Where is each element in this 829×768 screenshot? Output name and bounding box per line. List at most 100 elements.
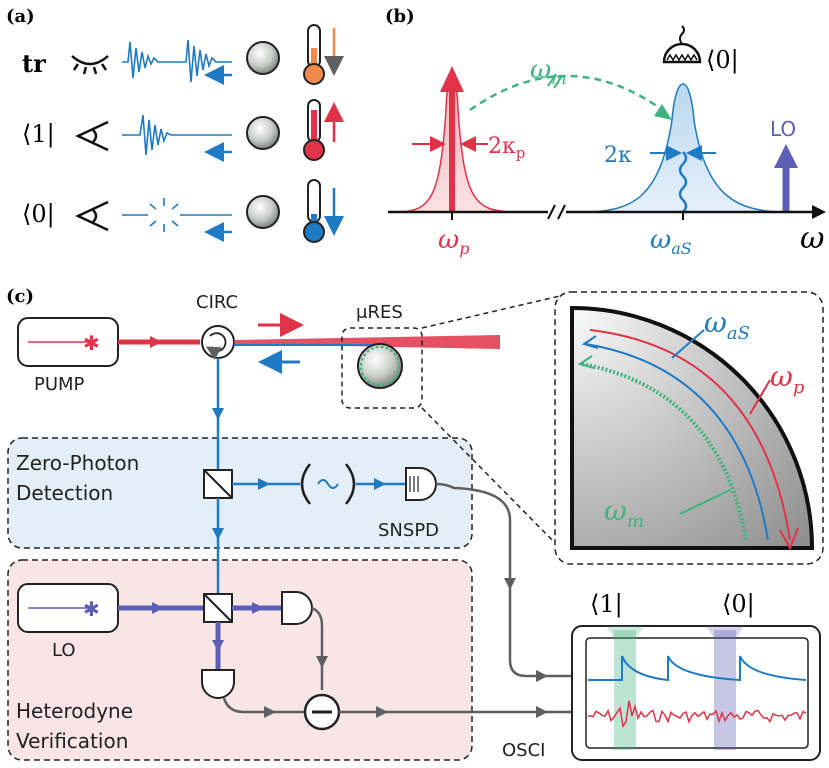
decaying-pulse-pair: [122, 39, 232, 83]
zoom-line: [421, 407, 561, 549]
wire-arrow: [536, 706, 548, 718]
axis-break-mark: [547, 73, 557, 87]
lo-star-icon: ✱: [83, 597, 100, 621]
beam-arrow: [150, 336, 162, 348]
beam-arrow: [258, 478, 270, 490]
oscilloscope-screen: [585, 637, 809, 749]
pump-arrow-head: [440, 66, 464, 92]
omega-p-label: ωp: [438, 225, 469, 258]
beam-arrow: [212, 408, 224, 420]
inset-omega-as-label: ωaS: [704, 306, 750, 344]
zero-photon-title-line1: Zero-Photon: [16, 451, 139, 475]
bra-zero-funnel: [706, 626, 744, 638]
heterodyne-title-line1: Heterodyne: [16, 699, 133, 723]
antistokes-wave-inset: [585, 343, 769, 541]
axis-break: [547, 204, 556, 220]
circulator: [201, 325, 235, 359]
bra-zero-window: [714, 630, 736, 750]
bra-one-window: [614, 630, 636, 750]
mures-label: μRES: [356, 302, 403, 323]
resonator-sphere: [246, 116, 280, 150]
beam-arrow: [252, 602, 264, 614]
open-eye-icon: [75, 200, 109, 232]
wire-arrow: [376, 706, 388, 718]
kappa-p-label: 2κp: [488, 134, 525, 162]
beam-arrow: [212, 528, 224, 540]
osci-label: OSCI: [502, 740, 545, 761]
wire-arrow: [316, 656, 328, 668]
axis-break: [557, 204, 566, 220]
circ-label: CIRC: [196, 292, 238, 313]
signal-wire: [222, 697, 304, 714]
lo-label: LO: [770, 117, 796, 141]
resonator-sphere: [246, 195, 280, 229]
bra-zero-osci-label: ⟨0|: [722, 590, 755, 619]
kappa-label: 2κ: [604, 143, 632, 168]
thermometer-hot-icon: [303, 99, 344, 161]
zoom-line: [421, 295, 561, 329]
omega-axis-label: ω: [800, 221, 824, 256]
antistokes-resonance-peak: [589, 83, 781, 213]
microresonator-sphere: [357, 343, 403, 389]
single-pulse: [122, 114, 232, 156]
bra-one-osci-label: ⟨1|: [590, 590, 623, 619]
omega-as-label: ωaS: [650, 225, 692, 258]
detector-bra-label: ⟨0|: [706, 46, 739, 75]
photodiode-1-icon: [281, 591, 313, 625]
bra-zero-label: ⟨0|: [22, 200, 55, 229]
mechanical-mode-ring: [360, 346, 400, 386]
inset-omega-m-label: ωm: [604, 494, 644, 532]
photodiode-2-icon: [201, 669, 235, 699]
resonator-zoom-box: [341, 327, 423, 409]
panel-c-label: (c): [6, 286, 34, 307]
axis-break-mark: [553, 75, 563, 89]
wire-arrow: [264, 706, 276, 718]
antistokes-photon-wiggle: [678, 151, 688, 213]
resonator-quarter-section: [570, 305, 815, 550]
zero-photon-region: [7, 437, 473, 549]
beam-splitter-diagonal: [203, 469, 233, 499]
heterodyne-title-line2: Verification: [16, 729, 128, 753]
wire-arrow: [536, 670, 548, 682]
thermometer-cold-icon: [303, 179, 344, 243]
snspd-label: SNSPD: [378, 520, 439, 541]
fabry-perot-filter-icon: [300, 463, 356, 505]
wire-arrow: [504, 578, 516, 590]
heterodyne-trace: [587, 700, 807, 729]
snspd-detector-icon: [405, 467, 437, 501]
panel-a-label: (a): [6, 6, 35, 27]
inset-omega-p-label: ωp: [770, 360, 805, 398]
zero-photon-title-line2: Detection: [16, 481, 113, 505]
omega-m-label: ωm: [530, 55, 566, 88]
snspd-trace: [588, 655, 807, 682]
lo-arrow-head: [774, 144, 798, 168]
mechanical-shift-arc: [469, 74, 669, 115]
open-eye-icon: [75, 120, 109, 152]
omega-p-pointer: [749, 379, 771, 415]
circulator-arrow-icon: [205, 332, 227, 360]
mechanical-wave-arrow: [577, 355, 595, 369]
beam-arrow: [374, 478, 386, 490]
pump-wave-arrow: [779, 527, 799, 551]
closed-eye-icon: [71, 55, 109, 75]
filter-wave: [317, 479, 339, 489]
pump-wave-inset: [589, 329, 791, 541]
no-pulse-burst: [122, 198, 232, 232]
mechanical-shift-arrow-head: [654, 104, 672, 120]
mechanical-wave-inset: [581, 362, 748, 541]
bra-one-funnel: [606, 626, 644, 638]
taper-beam: [234, 335, 500, 349]
beam-arrow: [212, 640, 224, 652]
snspd-detector-icon: [662, 25, 702, 64]
beam-arrow: [152, 602, 164, 614]
axis-arrow-head: [812, 205, 826, 219]
lo-box-label: LO: [52, 640, 76, 661]
omega-as-pointer: [671, 329, 705, 359]
pump-star-icon: ✱: [83, 331, 100, 355]
panel-b-label: (b): [385, 6, 415, 27]
beam-splitter-diagonal: [203, 593, 233, 623]
pump-label: PUMP: [34, 374, 85, 395]
thermometer-warm-icon: [303, 24, 344, 85]
bra-one-label: ⟨1|: [22, 120, 55, 149]
